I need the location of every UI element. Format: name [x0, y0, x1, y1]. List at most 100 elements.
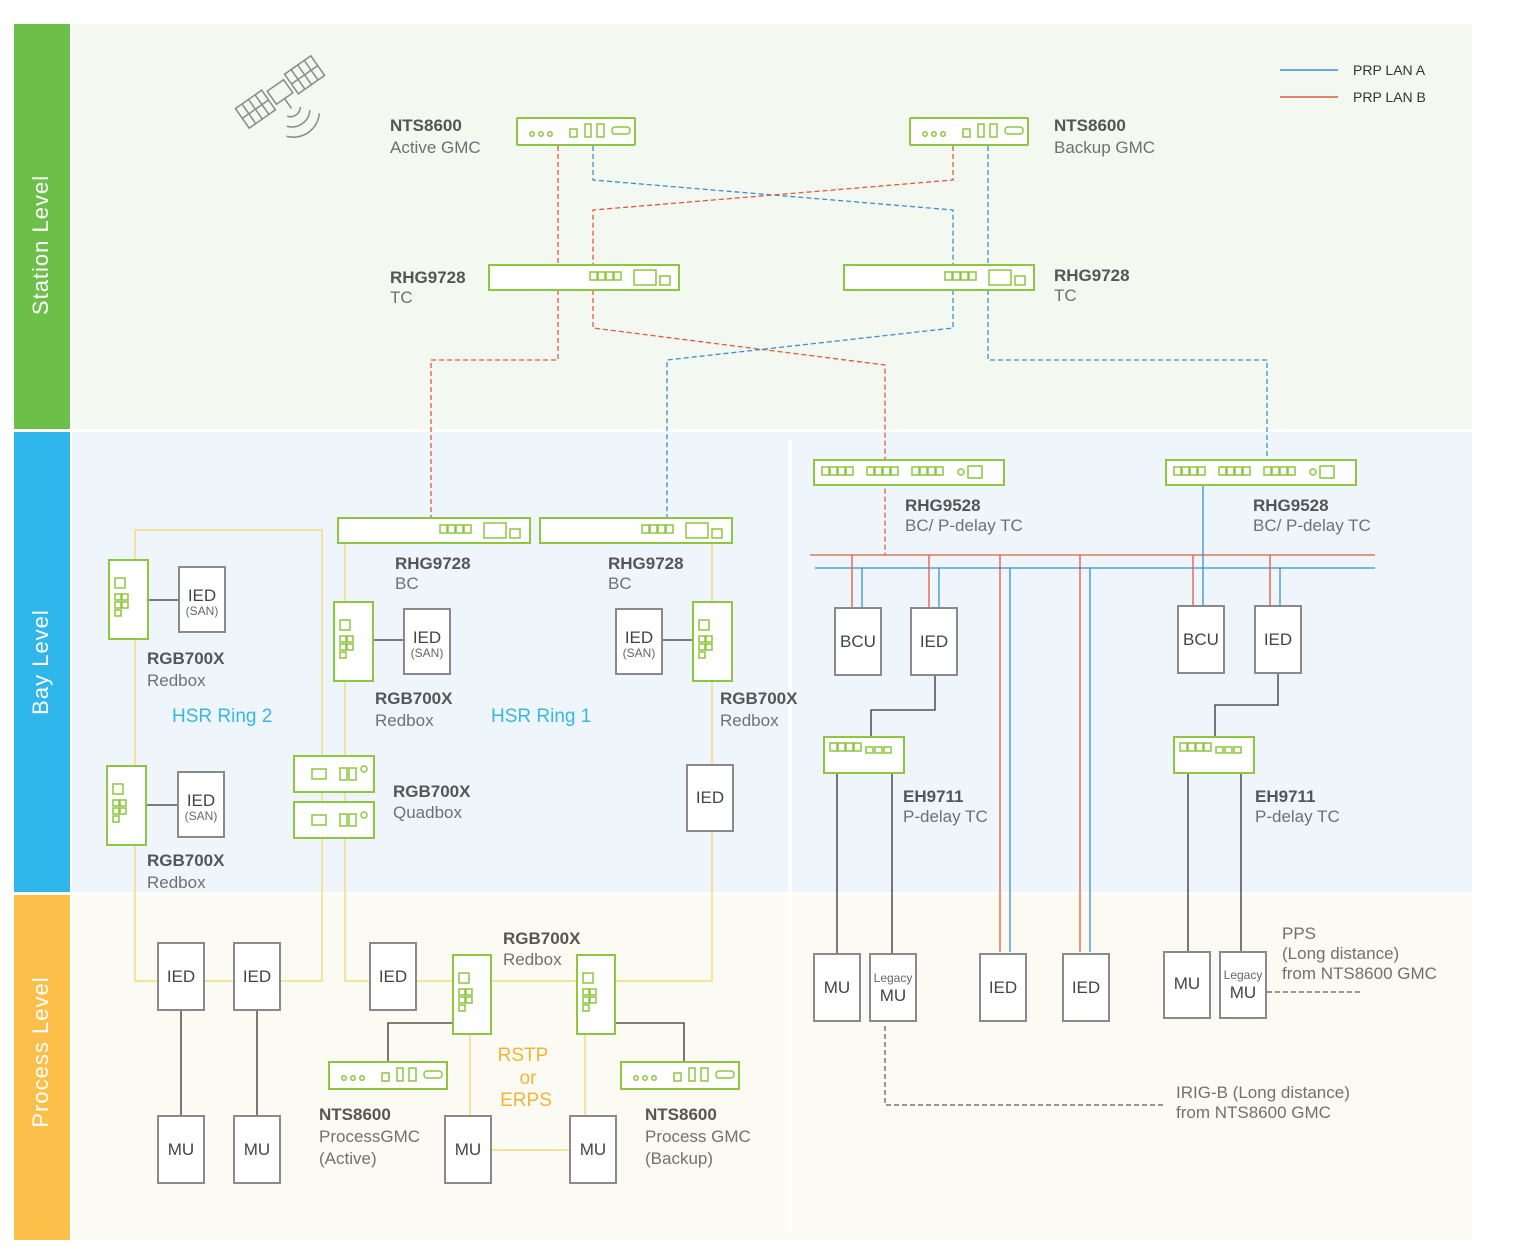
legacy-mu-right: Legacy MU [1219, 951, 1267, 1019]
process-gmc-active-role2: (Active) [319, 1149, 377, 1168]
process-gmc-backup-device [620, 1061, 740, 1090]
ied-san-r2-bottom: IED (SAN) [177, 771, 225, 838]
mu-right-1: MU [813, 953, 861, 1022]
process-gmc-backup-role1: Process GMC [645, 1127, 751, 1146]
redbox-r2-top-device [108, 559, 149, 640]
eh-right-device [1173, 736, 1255, 774]
bcu-left: BCU [834, 607, 882, 676]
ied-bay-ring1: IED [686, 764, 734, 832]
tc-right-device [843, 264, 1035, 291]
mu-label: MU [168, 1140, 194, 1159]
bc-left-role: BC [395, 574, 419, 593]
wire-redbox-process-gmc-backup [614, 1022, 685, 1062]
bc-right-device [539, 517, 733, 544]
quadbox-model: RGB700X [393, 782, 471, 801]
redbox-r1-left-device [333, 601, 374, 682]
gmc-active-model: NTS8600 [390, 116, 462, 135]
ied-bay-right: IED [1254, 605, 1302, 674]
ied-label: IED [379, 967, 407, 986]
process-gmc-backup-model: NTS8600 [645, 1105, 717, 1124]
ied-label: IED [187, 791, 215, 810]
bcu-label: BCU [1183, 630, 1219, 649]
wire-redbox-process-gmc-active [387, 1022, 455, 1062]
process-level-bar [14, 895, 70, 1240]
bcu-label: BCU [840, 632, 876, 651]
ied-label: IED [413, 628, 441, 647]
ied-label: IED [920, 632, 948, 651]
redbox-r2-top-model: RGB700X [147, 649, 225, 668]
redbox-r1-left-model: RGB700X [375, 689, 453, 708]
mu-right-2: MU [1163, 951, 1211, 1019]
lan-a-gmc-active-to-tc-right [592, 146, 954, 266]
bc-left-model: RHG9728 [395, 554, 471, 573]
rstp-ring [469, 1032, 586, 1151]
lan-a-tc-right-to-bc-right [666, 290, 954, 518]
eh-right-role: P-delay TC [1255, 807, 1340, 826]
redbox-r1-right-role: Redbox [720, 711, 779, 730]
mu-label: MU [824, 978, 850, 997]
eh-left-model: EH9711 [903, 787, 964, 806]
irig-label-2: from NTS8600 GMC [1176, 1103, 1331, 1122]
redbox-r2-bottom-device [106, 765, 147, 846]
ied-process-3: IED [369, 942, 417, 1011]
gmc-backup-role: Backup GMC [1054, 138, 1155, 157]
bcu-right: BCU [1177, 605, 1225, 674]
ied-label: IED [696, 788, 724, 807]
tc-right-role: TC [1054, 286, 1077, 305]
bay-level-label: Bay Level [28, 609, 53, 715]
legacy-label: Legacy [874, 971, 913, 985]
station-level-label: Station Level [28, 175, 53, 315]
bc-left-device [337, 517, 531, 544]
tc-left-model: RHG9728 [390, 268, 466, 287]
process-level-label: Process Level [28, 976, 53, 1127]
station-area [72, 24, 1472, 429]
process-gmc-active-role1: ProcessGMC [319, 1127, 420, 1146]
redbox-r2-top-role: Redbox [147, 671, 206, 690]
san-label: (SAN) [411, 646, 444, 660]
mu-label: MU [244, 1140, 270, 1159]
legend-lan-b-label: PRP LAN B [1353, 89, 1426, 105]
pps-label-3: from NTS8600 GMC [1282, 964, 1437, 983]
or-label: or [520, 1068, 538, 1089]
wire-ied-eh-left [870, 675, 936, 737]
bcp-right-device [1165, 459, 1357, 486]
redbox-r1-right-model: RGB700X [720, 689, 798, 708]
ied-process-1: IED [157, 942, 205, 1011]
quadbox-role: Quadbox [393, 803, 462, 822]
gmc-backup-model: NTS8600 [1054, 116, 1126, 135]
san-label: (SAN) [185, 809, 218, 823]
lan-b-tc-left-to-bc-left [430, 290, 559, 518]
bc-right-model: RHG9728 [608, 554, 684, 573]
gmc-active-device [516, 117, 636, 146]
ied-label: IED [1264, 630, 1292, 649]
redbox-process-model: RGB700X [503, 929, 581, 948]
ied-label: IED [625, 628, 653, 647]
ied-label: IED [243, 967, 271, 986]
process-gmc-active-device [328, 1061, 448, 1090]
lan-a-tc-right-to-bcp-right [987, 290, 1268, 460]
ied-bay-left: IED [910, 607, 958, 676]
redbox-process-right-device [576, 954, 616, 1035]
ied-san-r1-right: IED (SAN) [615, 608, 663, 675]
mu-label: MU [880, 986, 906, 1005]
mu-label: MU [1174, 974, 1200, 993]
ied-label: IED [1072, 978, 1100, 997]
bcp-right-role: BC/ P-delay TC [1253, 516, 1371, 535]
mu-label: MU [580, 1140, 606, 1159]
gmc-backup-device [909, 117, 1029, 146]
bcp-left-model: RHG9528 [905, 496, 981, 515]
redbox-r1-left-role: Redbox [375, 711, 434, 730]
mu-process-1: MU [157, 1115, 205, 1184]
ied-san-r2-top: IED (SAN) [178, 566, 226, 633]
redbox-process-left-device [452, 954, 492, 1035]
process-area [72, 895, 1472, 1240]
eh-right-model: EH9711 [1255, 787, 1316, 806]
legacy-label: Legacy [1224, 968, 1263, 982]
ied-label: IED [989, 978, 1017, 997]
legacy-mu-left: Legacy MU [869, 953, 917, 1022]
eh-left-device [823, 736, 905, 774]
hsr-ring-2-label: HSR Ring 2 [172, 706, 272, 727]
bay-level-bar [14, 432, 70, 892]
eh-left-role: P-delay TC [903, 807, 988, 826]
process-gmc-active-model: NTS8600 [319, 1105, 391, 1124]
